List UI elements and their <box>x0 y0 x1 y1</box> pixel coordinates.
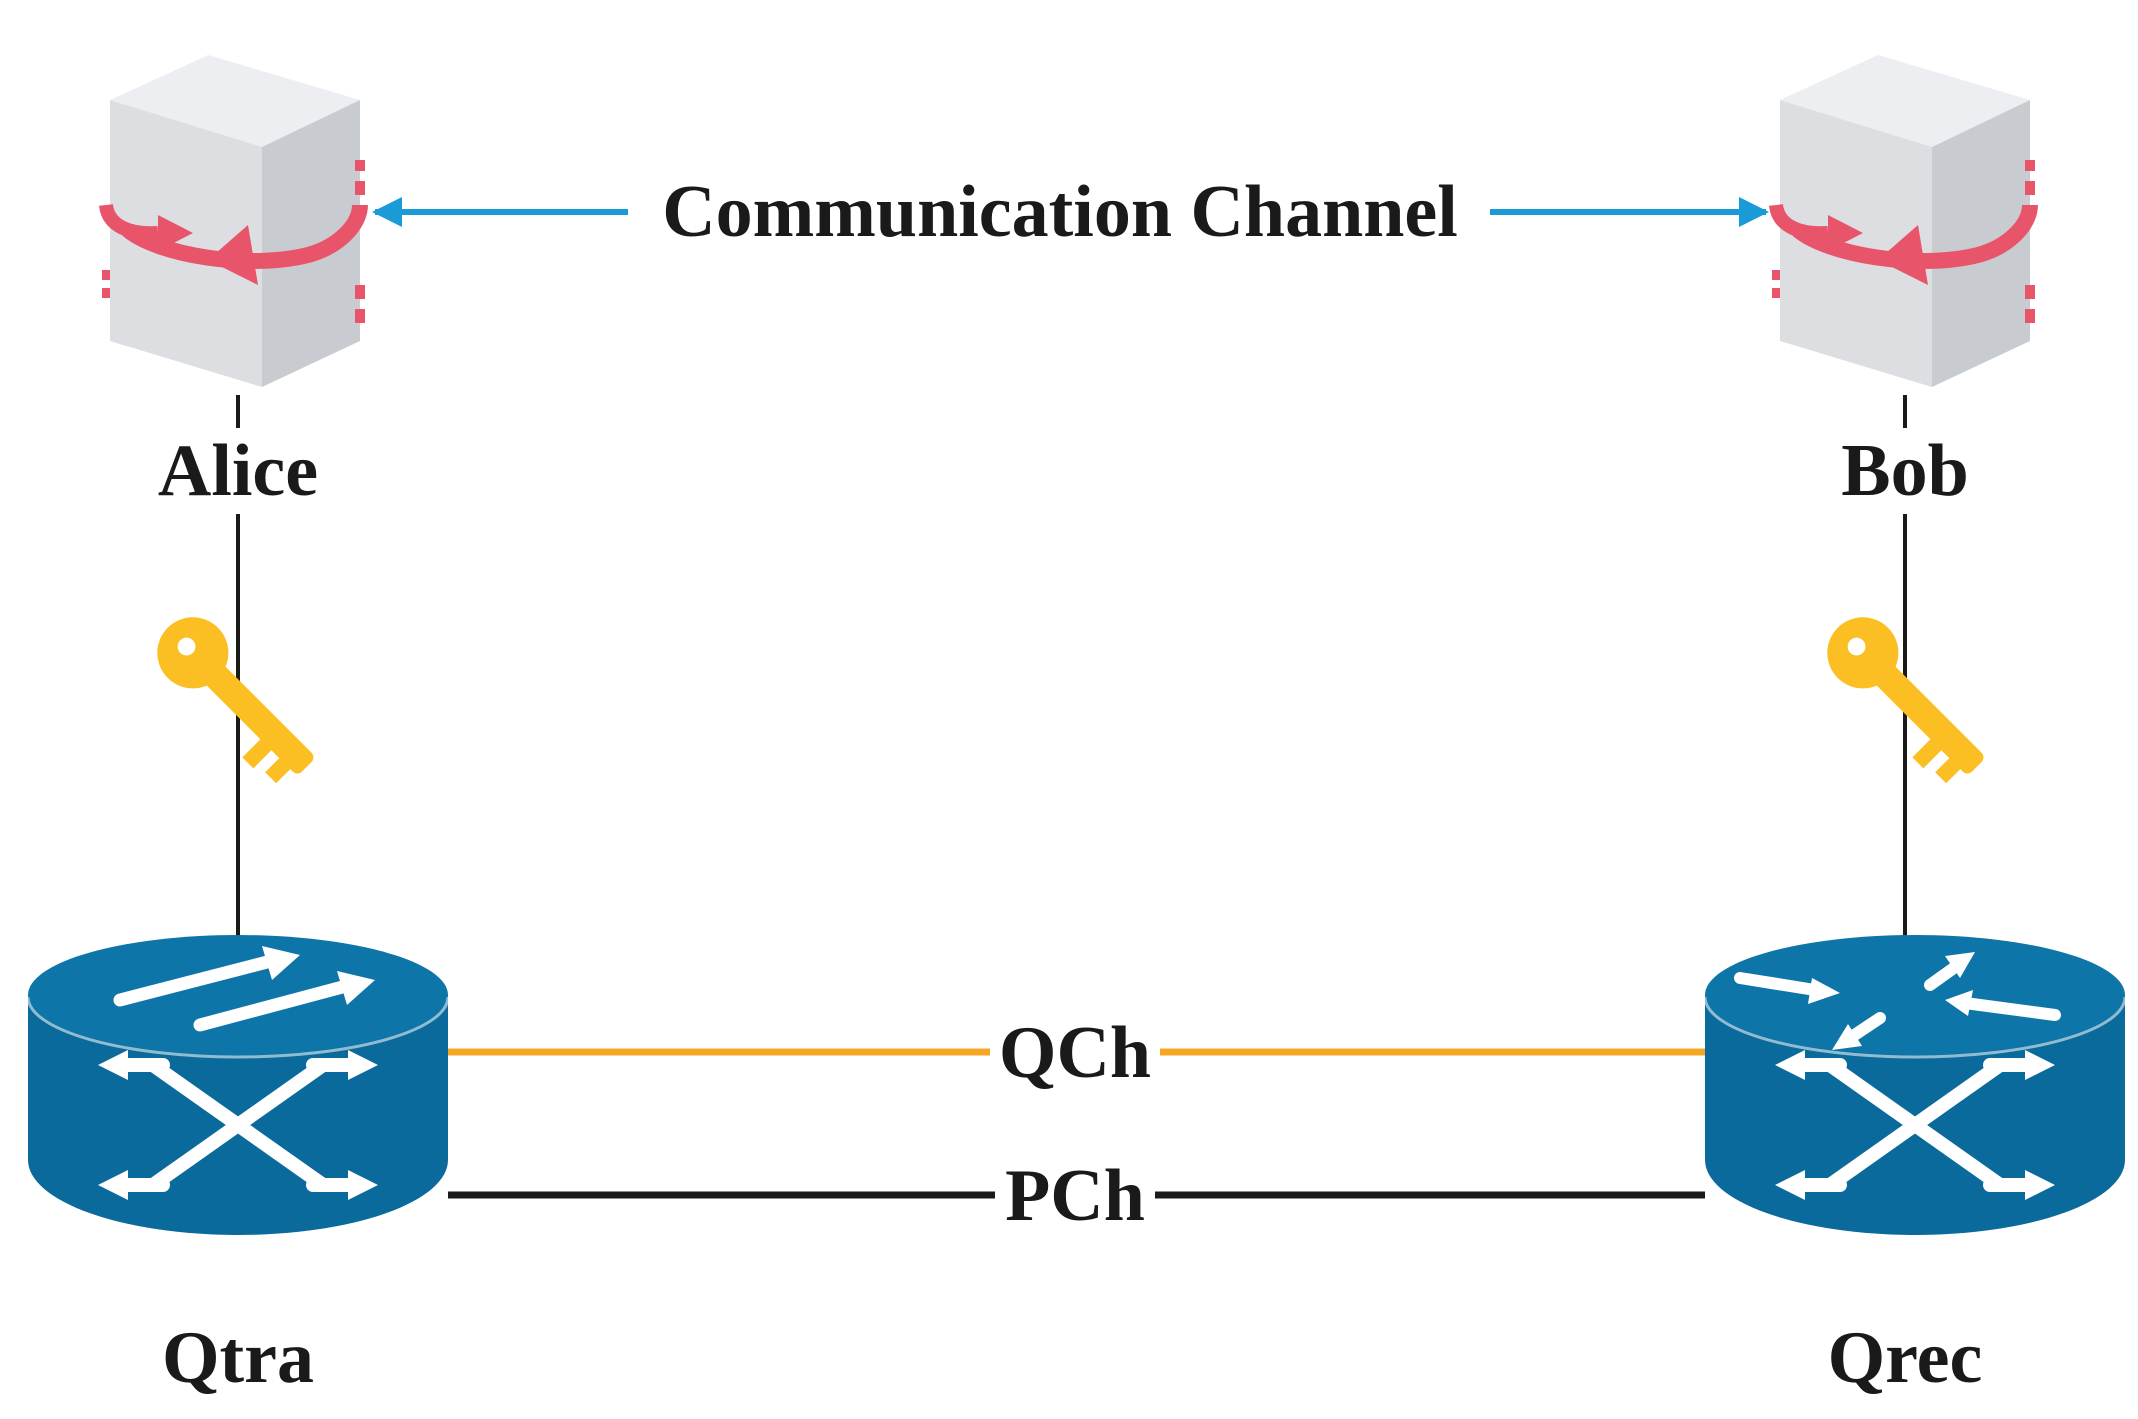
alice-label: Alice <box>158 430 318 512</box>
qtra-router-switch-icon <box>28 935 448 1235</box>
qtra-device <box>28 935 448 1235</box>
bob-server-icon <box>1776 55 2030 387</box>
qrec-label: Qrec <box>1828 1317 1983 1399</box>
pch-label: PCh <box>1005 1155 1145 1237</box>
alice-server-icon <box>106 55 360 387</box>
communication-channel-label: Communication Channel <box>662 171 1458 253</box>
qtra-label: Qtra <box>162 1317 314 1399</box>
qch-label: QCh <box>999 1012 1151 1094</box>
qrec-device <box>1705 935 2125 1235</box>
bob-label-backdrop <box>1835 428 1975 514</box>
alice-label-backdrop <box>151 428 325 514</box>
bob-label: Bob <box>1841 430 1969 512</box>
